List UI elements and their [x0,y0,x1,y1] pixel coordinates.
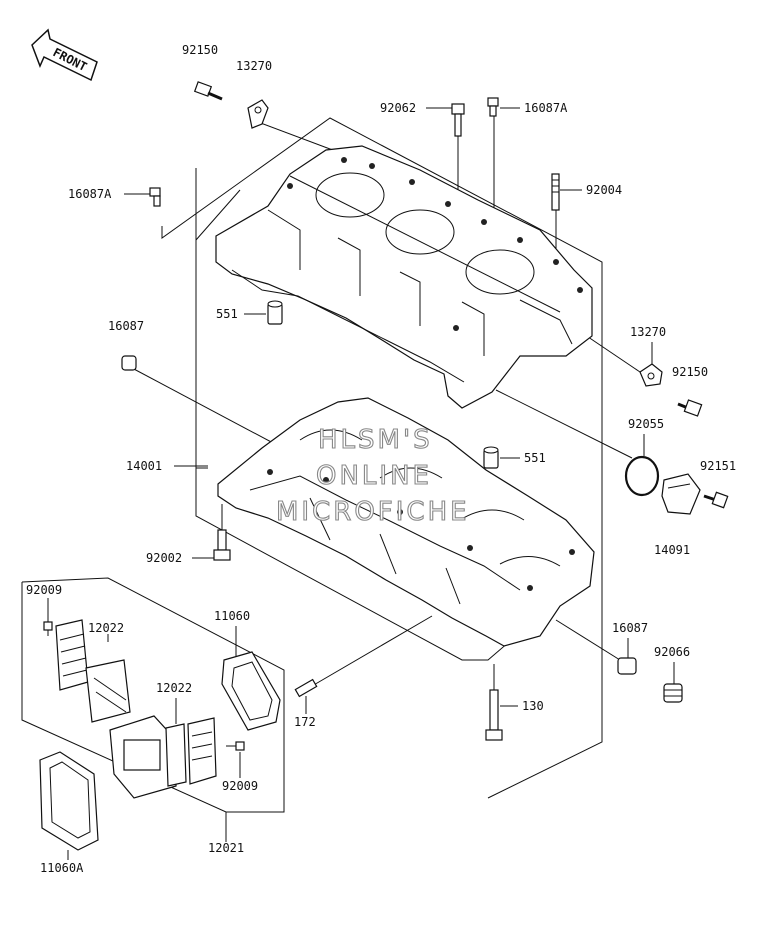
label-551-left: 551 [216,307,238,321]
bolt-92150-right [677,399,703,417]
label-130: 130 [522,699,544,713]
watermark: HLSM'S ONLINE MICROFICHE [275,424,470,527]
label-92062: 92062 [380,101,416,115]
watermark-line-2: ONLINE [316,461,432,491]
dowel-16087-right [617,657,637,675]
oring-92055 [624,455,660,497]
watermark-line-1: HLSM'S [318,425,433,455]
cover-14091 [661,473,701,515]
label-11060A: 11060A [40,861,84,875]
label-16087A-left: 16087A [68,187,112,201]
watermark-line-3: MICROFICHE [276,497,470,527]
dowel-551-right [483,446,499,469]
label-12022-top: 12022 [88,621,124,635]
label-12022-mid: 12022 [156,681,192,695]
reed-block [109,715,217,799]
label-92150-right: 92150 [672,365,708,379]
plate-13270-top [247,99,269,129]
dowel-551-left [267,300,283,325]
label-92066: 92066 [654,645,690,659]
plug-92066 [663,683,683,703]
label-92002: 92002 [146,551,182,565]
small-parts [39,81,729,851]
dowel-16087-left [121,355,137,371]
lower-crankcase [217,397,595,647]
label-13270-right: 13270 [630,325,666,339]
dowel-16087A-top [487,97,499,117]
label-551-right: 551 [524,451,546,465]
stud-92004 [551,173,560,211]
screw-92009-top [43,621,53,636]
label-92151: 92151 [700,459,736,473]
label-14091: 14091 [654,543,690,557]
front-arrow-badge: FRONT [31,28,98,82]
reed-12022-top [55,619,131,723]
label-16087A-top: 16087A [524,101,568,115]
bolt-92062 [451,103,465,137]
bolt-92150-top [193,81,223,101]
part-labels: 92150 13270 92062 16087A 16087A 92004 55… [26,43,736,875]
label-13270-top: 13270 [236,59,272,73]
bolt-92151 [703,491,729,509]
plate-13270-right [639,363,663,387]
gasket-11060A [39,751,99,851]
label-92009-top: 92009 [26,583,62,597]
gasket-11060 [221,651,281,731]
label-92150-top: 92150 [182,43,218,57]
pin-172 [294,678,318,698]
screw-92009-bottom [226,741,245,751]
label-16087-right: 16087 [612,621,648,635]
upper-crankcase [215,145,593,409]
label-92004: 92004 [586,183,622,197]
label-16087-left: 16087 [108,319,144,333]
label-14001: 14001 [126,459,162,473]
label-92055: 92055 [628,417,664,431]
label-12021: 12021 [208,841,244,855]
label-92009-bottom: 92009 [222,779,258,793]
label-11060: 11060 [214,609,250,623]
bolt-92002 [213,529,231,561]
dowel-16087A-left [149,187,161,207]
label-172: 172 [294,715,316,729]
bolt-130 [485,689,503,741]
